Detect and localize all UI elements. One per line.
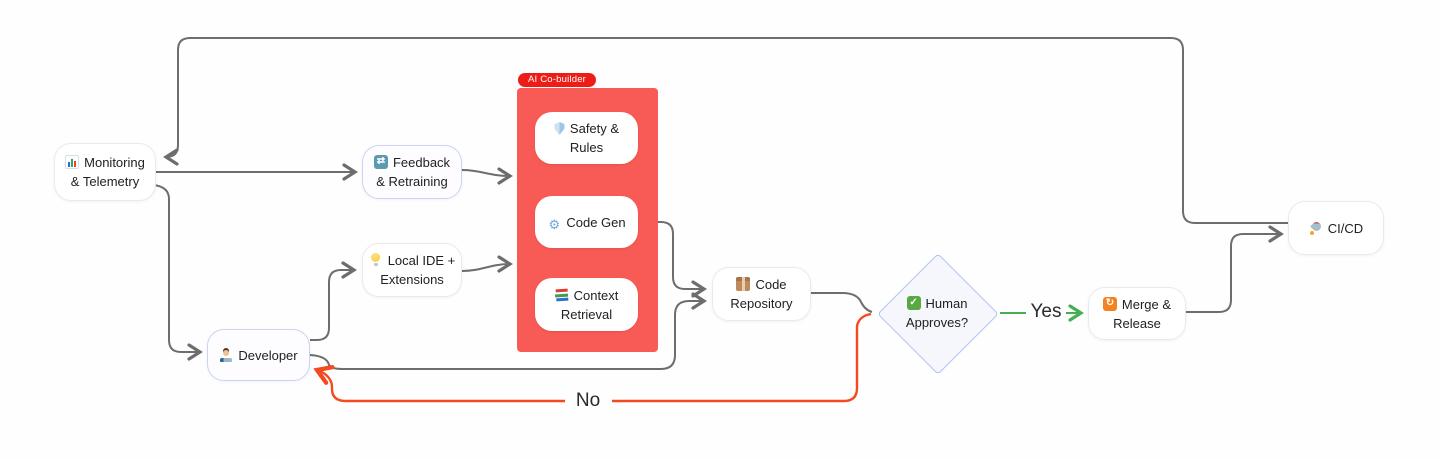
rocket-icon	[1309, 221, 1323, 235]
node-feedback-retraining[interactable]: Feedback & Retraining	[362, 145, 462, 199]
repeat-arrows-icon	[1102, 296, 1117, 311]
edge-feedback-to-cobuilder	[461, 167, 513, 185]
package-icon	[736, 277, 751, 291]
edge-cicd-to-monitoring	[163, 37, 1288, 224]
edge-no-segment-right	[612, 312, 872, 403]
node-label: Human Approves?	[905, 296, 969, 330]
node-developer[interactable]: Developer	[207, 329, 310, 381]
edge-developer-to-localide	[310, 261, 357, 341]
edge-localide-to-cobuilder	[461, 255, 513, 273]
node-merge-release[interactable]: Merge & Release	[1088, 287, 1186, 340]
refresh-arrows-icon	[373, 155, 388, 169]
node-label: Safety & Rules	[569, 121, 620, 155]
books-icon	[554, 287, 570, 302]
check-mark-icon	[906, 296, 921, 310]
group-ai-cobuilder-badge: AI Co-builder	[518, 73, 597, 87]
edge-label-yes: Yes	[1030, 301, 1062, 322]
node-label: Merge & Release	[1113, 296, 1172, 331]
node-label: Developer	[238, 347, 298, 363]
node-cicd[interactable]: CI/CD	[1288, 201, 1384, 255]
node-label: CI/CD	[1327, 220, 1364, 236]
bar-chart-icon	[65, 155, 80, 169]
edge-developer-to-repo	[309, 292, 707, 370]
node-label: Code Repository	[730, 277, 793, 311]
technologist-icon	[219, 348, 233, 362]
node-context-retrieval[interactable]: Context Retrieval	[535, 278, 638, 331]
edge-merge-to-cicd	[1186, 225, 1284, 313]
node-label: Context Retrieval	[560, 287, 619, 322]
edge-codegen-to-repo	[658, 221, 707, 298]
shield-icon	[554, 122, 565, 135]
node-code-repository[interactable]: Code Repository	[712, 267, 811, 321]
node-monitoring-telemetry[interactable]: Monitoring & Telemetry	[54, 143, 156, 201]
light-bulb-icon	[369, 253, 383, 267]
edge-monitoring-to-developer	[153, 184, 203, 361]
edge-label-no: No	[575, 390, 601, 411]
node-label: Code Gen	[566, 214, 626, 230]
node-label: Local IDE + Extensions	[380, 253, 456, 287]
node-human-approves-label: Human Approves?	[891, 271, 983, 355]
edge-repo-to-approval	[811, 292, 873, 313]
node-label: Feedback & Retraining	[376, 155, 451, 189]
node-safety-rules[interactable]: Safety & Rules	[535, 112, 638, 164]
node-label: Monitoring & Telemetry	[70, 155, 145, 189]
node-code-gen[interactable]: Code Gen	[535, 196, 638, 248]
gear-icon	[547, 218, 561, 232]
node-local-ide-extensions[interactable]: Local IDE + Extensions	[362, 243, 462, 297]
edge-no-segment-left	[313, 364, 565, 403]
